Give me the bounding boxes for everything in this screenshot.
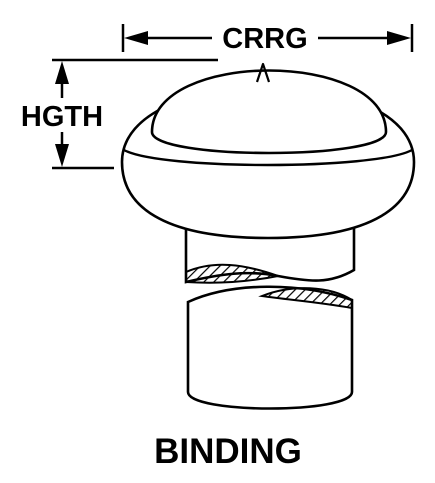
rotation-arrow-icon bbox=[255, 62, 271, 83]
break-section-hatch-lower bbox=[258, 287, 353, 310]
head-top-face bbox=[150, 69, 388, 155]
height-arrowhead-top bbox=[55, 61, 69, 84]
binding-head bbox=[120, 62, 416, 240]
diagram-caption: BINDING bbox=[154, 432, 302, 471]
width-dimension-label: CRRG bbox=[222, 23, 307, 55]
head-rim bbox=[123, 148, 413, 167]
break-section-hatch-upper bbox=[185, 263, 282, 284]
shank-lower bbox=[186, 285, 354, 410]
height-arrowhead-bottom bbox=[55, 144, 69, 167]
shank-upper bbox=[184, 224, 356, 284]
width-arrowhead-right bbox=[387, 31, 411, 45]
width-dimension bbox=[121, 24, 414, 52]
height-dimension-label: HGTH bbox=[21, 101, 103, 133]
width-arrowhead-left bbox=[124, 31, 148, 45]
